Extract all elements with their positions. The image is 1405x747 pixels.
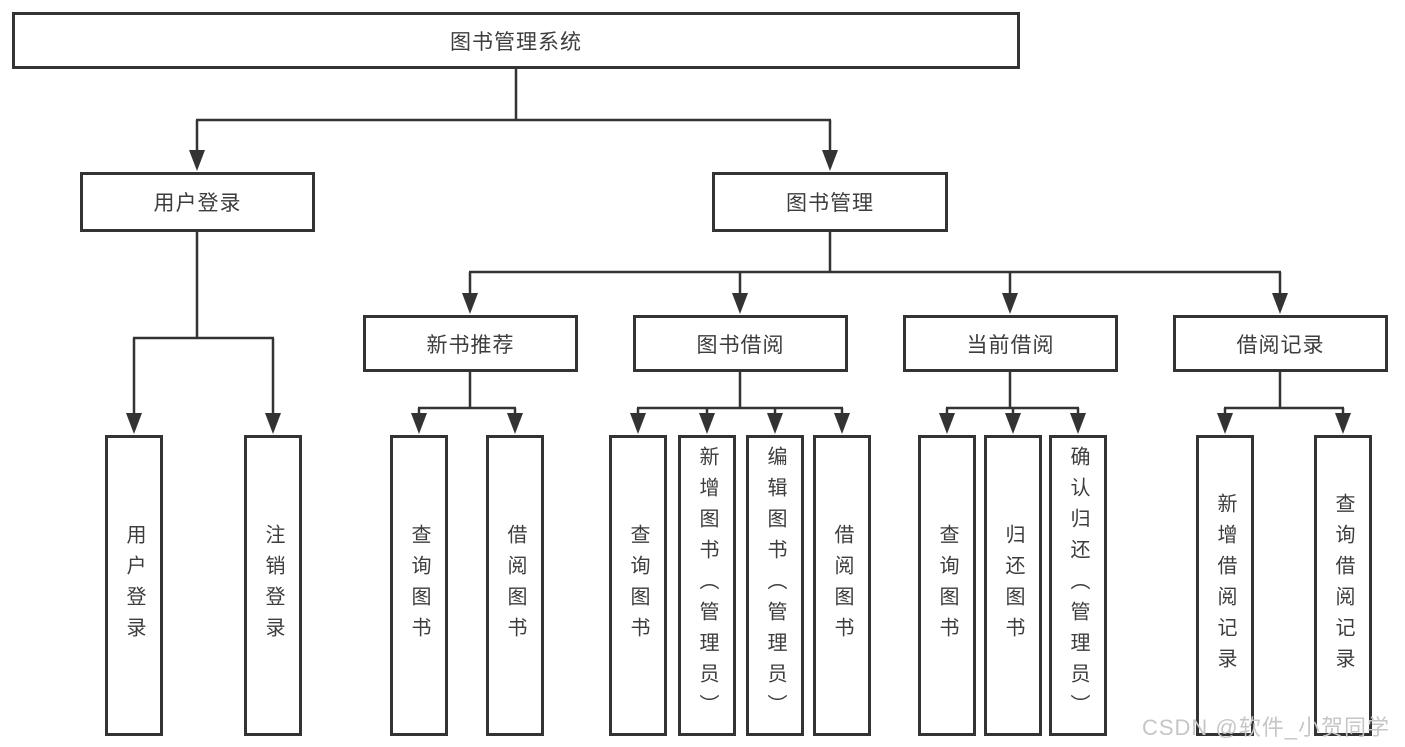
csdn-watermark: CSDN @软件_小贺同学 bbox=[1141, 715, 1390, 740]
node-book-management: 图书管理 bbox=[712, 172, 948, 232]
leaf-borrow-book: 借阅图书 bbox=[813, 435, 871, 736]
leaf-confirm-return-admin-label: 确认归还（管理员） bbox=[1067, 446, 1089, 725]
leaf-confirm-return-admin: 确认归还（管理员） bbox=[1049, 435, 1107, 736]
leaf-add-book-admin: 新增图书（管理员） bbox=[678, 435, 736, 736]
node-current-borrow-label: 当前借阅 bbox=[966, 333, 1055, 357]
leaf-query-book-recommend-label: 查询图书 bbox=[408, 523, 430, 648]
leaf-add-borrow-record-label: 新增借阅记录 bbox=[1214, 492, 1236, 679]
node-root-label: 图书管理系统 bbox=[450, 30, 582, 54]
node-borrow-records-label: 借阅记录 bbox=[1236, 333, 1325, 357]
leaf-user-login: 用户登录 bbox=[105, 435, 163, 736]
node-borrow-records: 借阅记录 bbox=[1173, 315, 1388, 372]
leaf-logout: 注销登录 bbox=[244, 435, 302, 736]
leaf-query-book-recommend: 查询图书 bbox=[390, 435, 448, 736]
node-current-borrow: 当前借阅 bbox=[903, 315, 1118, 372]
node-new-book-recommend: 新书推荐 bbox=[363, 315, 578, 372]
leaf-edit-book-admin-label: 编辑图书（管理员） bbox=[764, 446, 786, 725]
leaf-borrow-book-recommend: 借阅图书 bbox=[486, 435, 544, 736]
leaf-return-book-label: 归还图书 bbox=[1002, 523, 1024, 648]
node-root: 图书管理系统 bbox=[12, 12, 1020, 69]
node-book-borrow-label: 图书借阅 bbox=[696, 333, 785, 357]
node-book-borrow: 图书借阅 bbox=[633, 315, 848, 372]
leaf-query-borrow-record-label: 查询借阅记录 bbox=[1332, 492, 1354, 679]
leaf-query-borrow-record: 查询借阅记录 bbox=[1314, 435, 1372, 736]
leaf-edit-book-admin: 编辑图书（管理员） bbox=[746, 435, 804, 736]
node-new-book-recommend-label: 新书推荐 bbox=[426, 333, 515, 357]
leaf-user-login-label: 用户登录 bbox=[123, 523, 145, 648]
leaf-query-book-borrow: 查询图书 bbox=[609, 435, 667, 736]
leaf-borrow-book-recommend-label: 借阅图书 bbox=[504, 523, 526, 648]
leaf-query-book-current: 查询图书 bbox=[918, 435, 976, 736]
leaf-borrow-book-label: 借阅图书 bbox=[831, 523, 853, 648]
leaf-add-borrow-record: 新增借阅记录 bbox=[1196, 435, 1254, 736]
node-user-login: 用户登录 bbox=[80, 172, 315, 232]
leaf-return-book: 归还图书 bbox=[984, 435, 1042, 736]
node-book-management-label: 图书管理 bbox=[786, 192, 874, 215]
leaf-logout-label: 注销登录 bbox=[262, 523, 284, 648]
leaf-query-book-borrow-label: 查询图书 bbox=[627, 523, 649, 648]
leaf-add-book-admin-label: 新增图书（管理员） bbox=[696, 446, 718, 725]
node-user-login-label: 用户登录 bbox=[153, 192, 242, 215]
leaf-query-book-current-label: 查询图书 bbox=[936, 523, 958, 648]
